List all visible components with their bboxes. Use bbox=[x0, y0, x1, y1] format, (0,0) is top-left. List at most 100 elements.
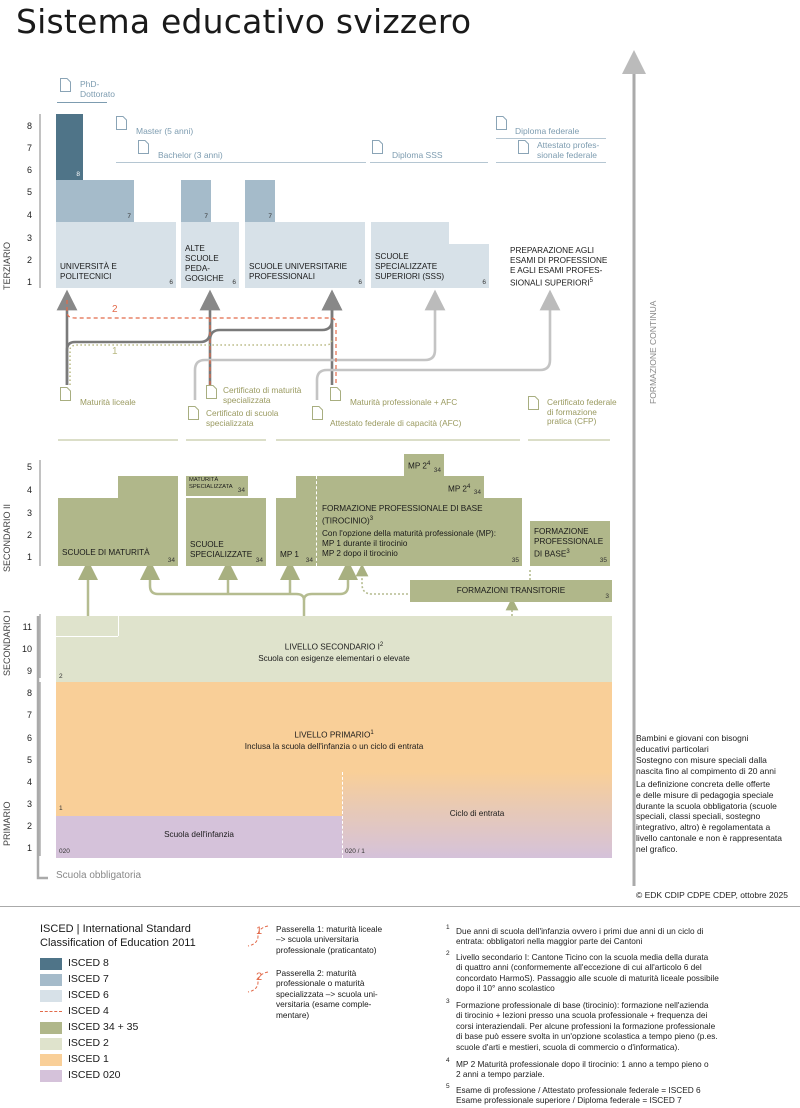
side-note-p1: Sostegno con misure speciali dalla nasci… bbox=[636, 755, 776, 776]
cert-afc: Attestato federale di capacità (AFC) bbox=[330, 418, 462, 428]
document-icon bbox=[330, 387, 341, 401]
year-number: 5 bbox=[26, 187, 32, 197]
legend-label: ISCED 8 bbox=[68, 957, 109, 969]
year-number: 5 bbox=[26, 755, 32, 765]
fpb-upper-box bbox=[296, 476, 444, 498]
legend-swatch bbox=[40, 1011, 62, 1012]
fpb-cfp-box: FORMAZIONE PROFESSIONALE DI BASE3 35 bbox=[530, 521, 610, 566]
isced-code: 6 bbox=[169, 279, 173, 286]
passerella-legend-curves bbox=[247, 925, 269, 993]
footnote-ref: 1 bbox=[370, 730, 374, 736]
passerella-2-marker: 2 bbox=[112, 304, 118, 315]
secondario-i-title-text: LIVELLO SECONDARIO I bbox=[284, 642, 380, 652]
year-number: 5 bbox=[26, 462, 32, 472]
isced7-sup-box: 7 bbox=[245, 180, 275, 222]
year-number: 2 bbox=[26, 530, 32, 540]
footnote-ref: 2 bbox=[379, 642, 384, 648]
stage-label-secondario-ii: SECONDARIO II bbox=[2, 503, 12, 572]
fpb-box: FORMAZIONE PROFESSIONALE DI BASE (TIROCI… bbox=[316, 498, 522, 566]
isced-code: 6 bbox=[482, 279, 486, 286]
secondario-i-subtitle: Scuola con esigenze elementari o elevate bbox=[258, 654, 410, 663]
divider bbox=[316, 476, 317, 566]
isced-code: 35 bbox=[599, 557, 607, 564]
legend-swatch bbox=[40, 1054, 62, 1066]
year-number: 10 bbox=[21, 644, 32, 654]
master-label: Master (5 anni) bbox=[136, 126, 194, 136]
phd-label: PhD- Dottorato bbox=[80, 79, 115, 99]
scuola-obbligatoria-label: Scuola obbligatoria bbox=[56, 870, 142, 881]
isced7-uni-box: 7 bbox=[56, 180, 134, 222]
footnote-ref: 4 bbox=[466, 484, 471, 490]
divider bbox=[118, 616, 119, 636]
sup-label: SCUOLE UNIVERSITARIE PROFESSIONALI bbox=[249, 262, 348, 281]
divider bbox=[116, 162, 366, 163]
preparazione-label: PREPARAZIONE AGLI ESAMI DI PROFESSIONE E… bbox=[510, 246, 607, 289]
year-number: 2 bbox=[26, 821, 32, 831]
ciclo-di-entrata-box: Ciclo di entrata 020 / 1 bbox=[342, 772, 612, 858]
legend-label: ISCED 020 bbox=[68, 1069, 121, 1081]
scuole-maturita-box: SCUOLE DI MATURITÀ 34 bbox=[58, 498, 178, 566]
footnote-ref: 3 bbox=[566, 549, 570, 555]
footnote-number: 5 bbox=[446, 1083, 450, 1090]
diploma-federale-label: Diploma federale bbox=[515, 126, 580, 136]
side-note-title: Bambini e giovani con bisogni educativi … bbox=[636, 733, 749, 754]
document-icon bbox=[60, 387, 71, 401]
isced-code: 34 bbox=[255, 557, 263, 564]
isced-code: 2 bbox=[59, 673, 63, 680]
isced-code: 34 bbox=[237, 487, 245, 494]
bachelor-label: Bachelor (3 anni) bbox=[158, 150, 223, 160]
year-number: 4 bbox=[26, 777, 32, 787]
year-number: 4 bbox=[26, 485, 32, 495]
passerella-1-text: Passerella 1: maturità liceale –> scuola… bbox=[276, 924, 383, 955]
legend-label: ISCED 6 bbox=[68, 989, 109, 1001]
mp1-label: MP 1 bbox=[280, 550, 299, 559]
year-number: 9 bbox=[26, 666, 32, 676]
year-number: 1 bbox=[26, 277, 32, 287]
scuole-specializzate-box: SCUOLE SPECIALIZZATE 34 bbox=[186, 498, 266, 566]
preparazione-text: PREPARAZIONE AGLI ESAMI DI PROFESSIONE E… bbox=[510, 246, 608, 288]
copyright: © EDK CDIP CDPE CDEP, ottobre 2025 bbox=[636, 890, 788, 900]
year-number: 8 bbox=[26, 121, 32, 131]
secondario-i-box: LIVELLO SECONDARIO I2 Scuola con esigenz… bbox=[56, 616, 612, 682]
legend-swatch bbox=[40, 958, 62, 970]
stage-label-terziario: TERZIARIO bbox=[2, 241, 12, 290]
document-icon bbox=[188, 406, 199, 420]
document-icon bbox=[60, 78, 71, 92]
stage-label-primario: PRIMARIO bbox=[2, 801, 12, 846]
side-note-p2: La definizione concreta delle offerte e … bbox=[636, 779, 783, 854]
mp2-label: MP 24 bbox=[408, 459, 430, 472]
divider bbox=[56, 636, 118, 637]
isced-code: 7 bbox=[127, 213, 131, 220]
isced6-alte-box: ALTE SCUOLE PEDA- GOGICHE 6 bbox=[181, 222, 239, 288]
legend-label: ISCED 34 + 35 bbox=[68, 1021, 139, 1033]
footnote-text: MP 2 Maturità professionale dopo il tiro… bbox=[456, 1059, 709, 1080]
mp2-label: MP 24 bbox=[448, 482, 470, 495]
footnote-text: Esame di professione / Attestato profess… bbox=[456, 1085, 701, 1106]
document-icon bbox=[138, 140, 149, 154]
document-icon bbox=[518, 140, 529, 154]
document-icon bbox=[496, 116, 507, 130]
footnote-number: 4 bbox=[446, 1057, 450, 1064]
legend-title: ISCED | International Standard Classific… bbox=[40, 923, 196, 949]
passerella-2-num: 2 bbox=[256, 971, 263, 983]
isced-code: 020 / 1 bbox=[345, 848, 365, 855]
scuole-specializzate-label: SCUOLE SPECIALIZZATE bbox=[190, 540, 253, 559]
year-number: 8 bbox=[26, 688, 32, 698]
formazioni-transitorie-label: FORMAZIONI TRANSITORIE bbox=[456, 586, 566, 595]
divider bbox=[57, 102, 107, 103]
mp2-box-lower: MP 24 34 bbox=[444, 476, 484, 498]
mp1-box: MP 1 34 bbox=[276, 498, 316, 566]
divider bbox=[496, 162, 606, 163]
ciclo-label: Ciclo di entrata bbox=[449, 809, 505, 818]
year-number: 6 bbox=[26, 165, 32, 175]
isced-code: 1 bbox=[59, 805, 63, 812]
legend-label: ISCED 1 bbox=[68, 1053, 109, 1065]
year-number: 7 bbox=[26, 710, 32, 720]
stage-label-secondario-i: SECONDARIO I bbox=[2, 610, 12, 676]
infanzia-label: Scuola dell'infanzia bbox=[164, 830, 234, 839]
footnote-number: 2 bbox=[446, 950, 450, 957]
passerella-1-marker: 1 bbox=[112, 346, 118, 357]
isced-code: 34 bbox=[433, 467, 441, 474]
passerella-1-num: 1 bbox=[256, 925, 263, 937]
isced-code: 6 bbox=[232, 279, 236, 286]
